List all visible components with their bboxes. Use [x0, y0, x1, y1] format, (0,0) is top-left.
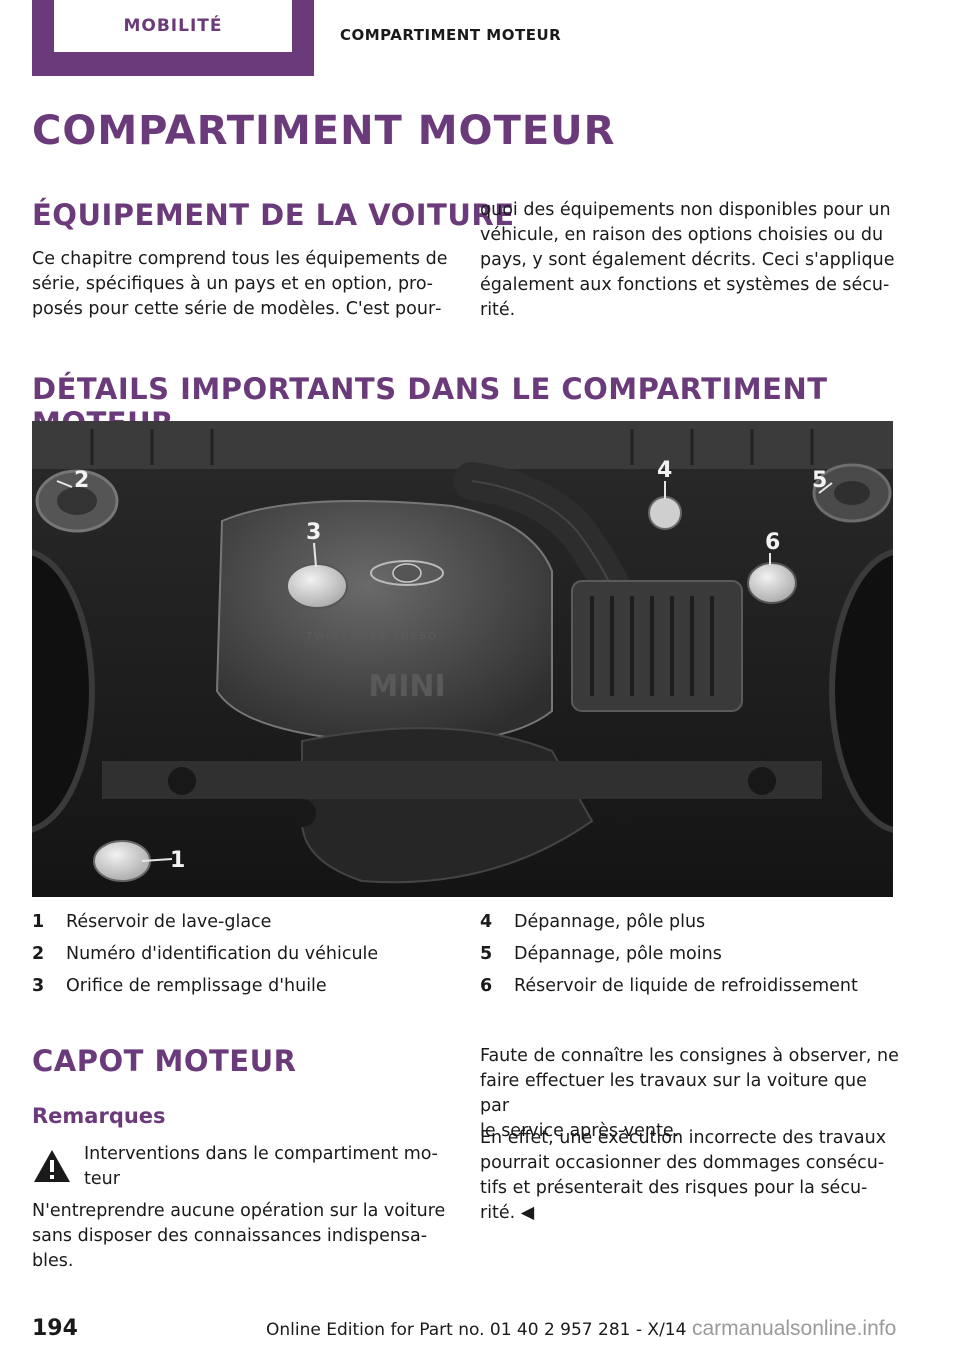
legend-item: 2 Numéro d'identification du véhicule — [32, 943, 378, 965]
text-line: également aux fonctions et systèmes de s… — [480, 275, 890, 295]
equipment-heading: ÉQUIPEMENT DE LA VOITURE — [32, 198, 515, 232]
header-tab: MOBILITÉ — [32, 0, 314, 76]
callout-label-1: 1 — [170, 848, 185, 873]
legend-item: 4 Dépannage, pôle plus — [480, 911, 705, 933]
cover-brand-text: MINI — [368, 669, 445, 704]
text-line: Ce chapitre comprend tous les équipement… — [32, 249, 448, 269]
legend-text: Dépannage, pôle plus — [514, 912, 706, 932]
legend-number: 5 — [480, 944, 493, 964]
callout-label-6: 6 — [765, 530, 780, 555]
callout-label-3: 3 — [306, 520, 321, 545]
legend-number: 3 — [32, 976, 45, 996]
hood-col2-p2: En effet, une exécution incorrecte des t… — [480, 1126, 900, 1226]
text-line: pays, y sont également décrits. Ceci s'a… — [480, 250, 895, 270]
text-line: tifs et présenterait des risques pour la… — [480, 1178, 868, 1198]
legend-number: 6 — [480, 976, 493, 996]
legend-number: 1 — [32, 912, 45, 932]
footer-edition: Online Edition for Part no. 01 40 2 957 … — [266, 1320, 687, 1340]
text-line: Interventions dans le compartiment mo‐ — [84, 1144, 438, 1164]
legend-text: Orifice de remplissage d'huile — [66, 976, 327, 996]
legend-text: Réservoir de lave-glace — [66, 912, 272, 932]
legend-item: 1 Réservoir de lave-glace — [32, 911, 271, 933]
legend-item: 3 Orifice de remplissage d'huile — [32, 975, 327, 997]
hood-heading: CAPOT MOTEUR — [32, 1044, 297, 1078]
engine-illustration: MINI TWINPOWER TURBO 2 3 4 5 6 1 — [32, 421, 893, 897]
warning-icon — [34, 1150, 70, 1182]
text-line: bles. — [32, 1251, 74, 1271]
callout-label-2: 2 — [74, 468, 89, 493]
equipment-col2: quoi des équipements non disponibles pou… — [480, 198, 900, 323]
text-line: pourrait occasionner des dommages conséc… — [480, 1153, 885, 1173]
text-line: rité. ◀ — [480, 1203, 535, 1223]
header-section-label: COMPARTIMENT MOTEUR — [340, 26, 562, 44]
remarks-subheading: Remarques — [32, 1104, 166, 1128]
text-line: teur — [84, 1169, 120, 1189]
page-number: 194 — [32, 1316, 78, 1341]
text-line: faire effectuer les travaux sur la voitu… — [480, 1071, 867, 1116]
hood-col2-p1: Faute de connaître les consignes à obser… — [480, 1044, 900, 1144]
callout-label-4: 4 — [657, 458, 672, 483]
header-tab-inner: MOBILITÉ — [54, 0, 292, 52]
callout-label-5: 5 — [812, 468, 827, 493]
text-line: posés pour cette série de modèles. C'est… — [32, 299, 442, 319]
equipment-col1: Ce chapitre comprend tous les équipement… — [32, 247, 452, 322]
legend-number: 2 — [32, 944, 45, 964]
header-tab-label: MOBILITÉ — [123, 16, 223, 36]
legend-item: 5 Dépannage, pôle moins — [480, 943, 722, 965]
text-line: quoi des équipements non disponibles pou… — [480, 200, 891, 220]
text-line: N'entreprendre aucune opération sur la v… — [32, 1201, 446, 1221]
text-line: véhicule, en raison des options choisies… — [480, 225, 884, 245]
legend-number: 4 — [480, 912, 493, 932]
page-title: COMPARTIMENT MOTEUR — [32, 108, 616, 154]
text-line: série, spécifiques à un pays et en optio… — [32, 274, 433, 294]
text-line: le service après-vente. — [480, 1121, 680, 1141]
text-line: Faute de connaître les consignes à obser… — [480, 1046, 899, 1066]
engine-compartment-image: MINI TWINPOWER TURBO 2 3 4 5 6 1 — [32, 421, 893, 897]
text-line: sans disposer des connaissances indispen… — [32, 1226, 428, 1246]
legend-text: Réservoir de liquide de refroidissement — [514, 976, 858, 996]
footer-watermark[interactable]: carmanualsonline.info — [692, 1317, 897, 1340]
legend-item: 6 Réservoir de liquide de refroidissemen… — [480, 975, 858, 997]
cover-engine-text: TWINPOWER TURBO — [305, 631, 438, 642]
text-line: En effet, une exécution incorrecte des t… — [480, 1128, 887, 1148]
legend-text: Dépannage, pôle moins — [514, 944, 722, 964]
legend-text: Numéro d'identification du véhicule — [66, 944, 379, 964]
warning-title: Interventions dans le compartiment mo‐ t… — [84, 1142, 454, 1192]
hood-col1: N'entreprendre aucune opération sur la v… — [32, 1199, 452, 1274]
text-line: rité. — [480, 300, 516, 320]
